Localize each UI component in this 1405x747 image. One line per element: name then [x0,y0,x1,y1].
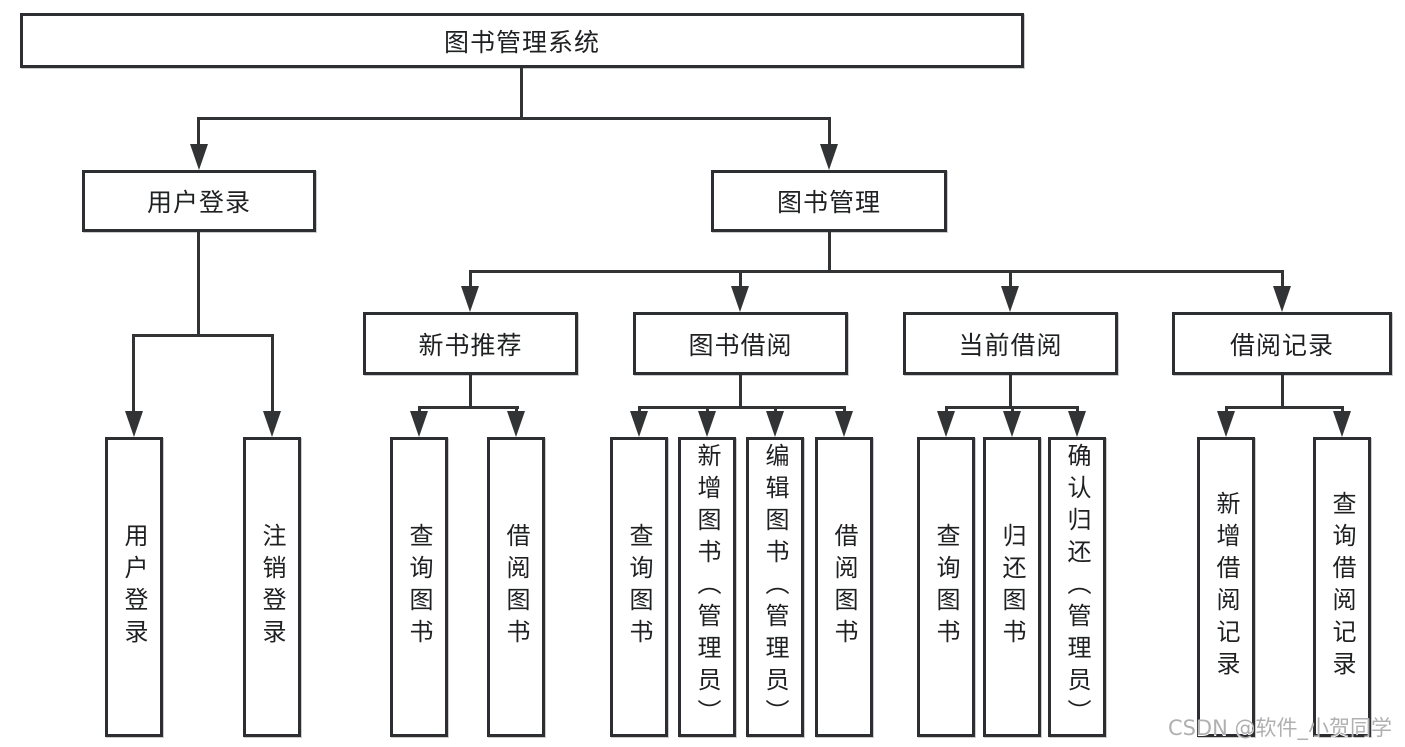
node-label: 查询图书 [625,523,653,651]
arrow-down-icon [698,411,716,437]
node-borrowing-records: 借阅记录 [1172,312,1392,375]
connector-line [469,375,472,409]
arrow-down-icon [1003,411,1021,437]
node-label: 新增图书（管理员） [693,443,721,731]
connector-line [1281,270,1284,292]
arrow-down-icon [1001,286,1019,312]
connector-line [828,232,831,273]
connector-line [469,270,1283,273]
connector-line [1009,270,1012,292]
node-label: 用户登录 [146,188,251,217]
watermark-text: CSDN @软件_小贺同学 [1167,716,1392,740]
connector-line [739,270,742,292]
node-label: 图书管理 [776,188,881,217]
node-label: 借阅图书 [830,523,858,651]
leaf-add-borrow-record: 新增借阅记录 [1197,437,1255,737]
node-label: 确认归还（管理员） [1063,443,1091,731]
connector-line [828,117,831,147]
leaf-user-login: 用户登录 [105,437,163,737]
node-label: 查询借阅记录 [1328,491,1356,683]
node-label: 查询图书 [932,523,960,651]
connector-line [271,334,274,414]
connector-line [1009,375,1012,409]
leaf-query-books-current: 查询图书 [917,437,975,737]
arrow-down-icon [1068,411,1086,437]
connector-line [469,270,472,292]
leaf-query-books-recommend: 查询图书 [390,437,448,737]
arrow-down-icon [820,144,838,170]
node-book-management: 图书管理 [711,170,947,232]
node-label: 当前借阅 [958,330,1063,360]
node-label: 注销登录 [258,523,286,651]
node-label: 查询图书 [405,523,433,651]
connector-line [520,68,523,120]
arrow-down-icon [125,411,143,437]
leaf-borrow-books-recommend: 借阅图书 [487,437,545,737]
connector-line [197,117,200,147]
connector-line [418,406,519,409]
node-book-borrowing: 图书借阅 [633,312,848,375]
node-label: 归还图书 [998,523,1026,651]
arrow-down-icon [835,411,853,437]
connector-line [1225,406,1344,409]
node-label: 编辑图书（管理员） [761,443,789,731]
arrow-down-icon [766,411,784,437]
arrow-down-icon [263,411,281,437]
node-root: 图书管理系统 [20,13,1024,68]
leaf-borrow-books-borrowing: 借阅图书 [815,437,873,737]
leaf-confirm-return-admin: 确认归还（管理员） [1048,437,1106,737]
arrow-down-icon [1217,411,1235,437]
leaf-query-borrow-record: 查询借阅记录 [1313,437,1371,737]
arrow-down-icon [1333,411,1351,437]
arrow-down-icon [190,144,208,170]
node-user-login: 用户登录 [82,170,316,232]
leaf-query-books-borrowing: 查询图书 [610,437,668,737]
arrow-down-icon [410,411,428,437]
node-new-book-recommendation: 新书推荐 [363,312,578,375]
connector-line [739,375,742,409]
node-label: 借阅图书 [502,523,530,651]
connector-line [1281,375,1284,409]
connector-line [132,334,135,414]
connector-line [132,334,274,337]
node-label: 用户登录 [120,523,148,651]
node-label: 图书借阅 [688,330,793,360]
node-label: 借阅记录 [1229,330,1334,360]
node-current-borrowing: 当前借阅 [903,312,1118,375]
arrow-down-icon [937,411,955,437]
leaf-logout: 注销登录 [243,437,301,737]
connector-line [197,117,831,120]
arrow-down-icon [731,286,749,312]
arrow-down-icon [630,411,648,437]
leaf-add-book-admin: 新增图书（管理员） [678,437,736,737]
leaf-return-book: 归还图书 [983,437,1041,737]
node-label: 新书推荐 [418,330,523,360]
node-label: 图书管理系统 [443,27,600,57]
arrow-down-icon [1273,286,1291,312]
node-label: 新增借阅记录 [1212,491,1240,683]
arrow-down-icon [461,286,479,312]
connector-line [638,406,846,409]
connector-line [197,232,200,337]
leaf-edit-book-admin: 编辑图书（管理员） [746,437,804,737]
arrow-down-icon [507,411,525,437]
